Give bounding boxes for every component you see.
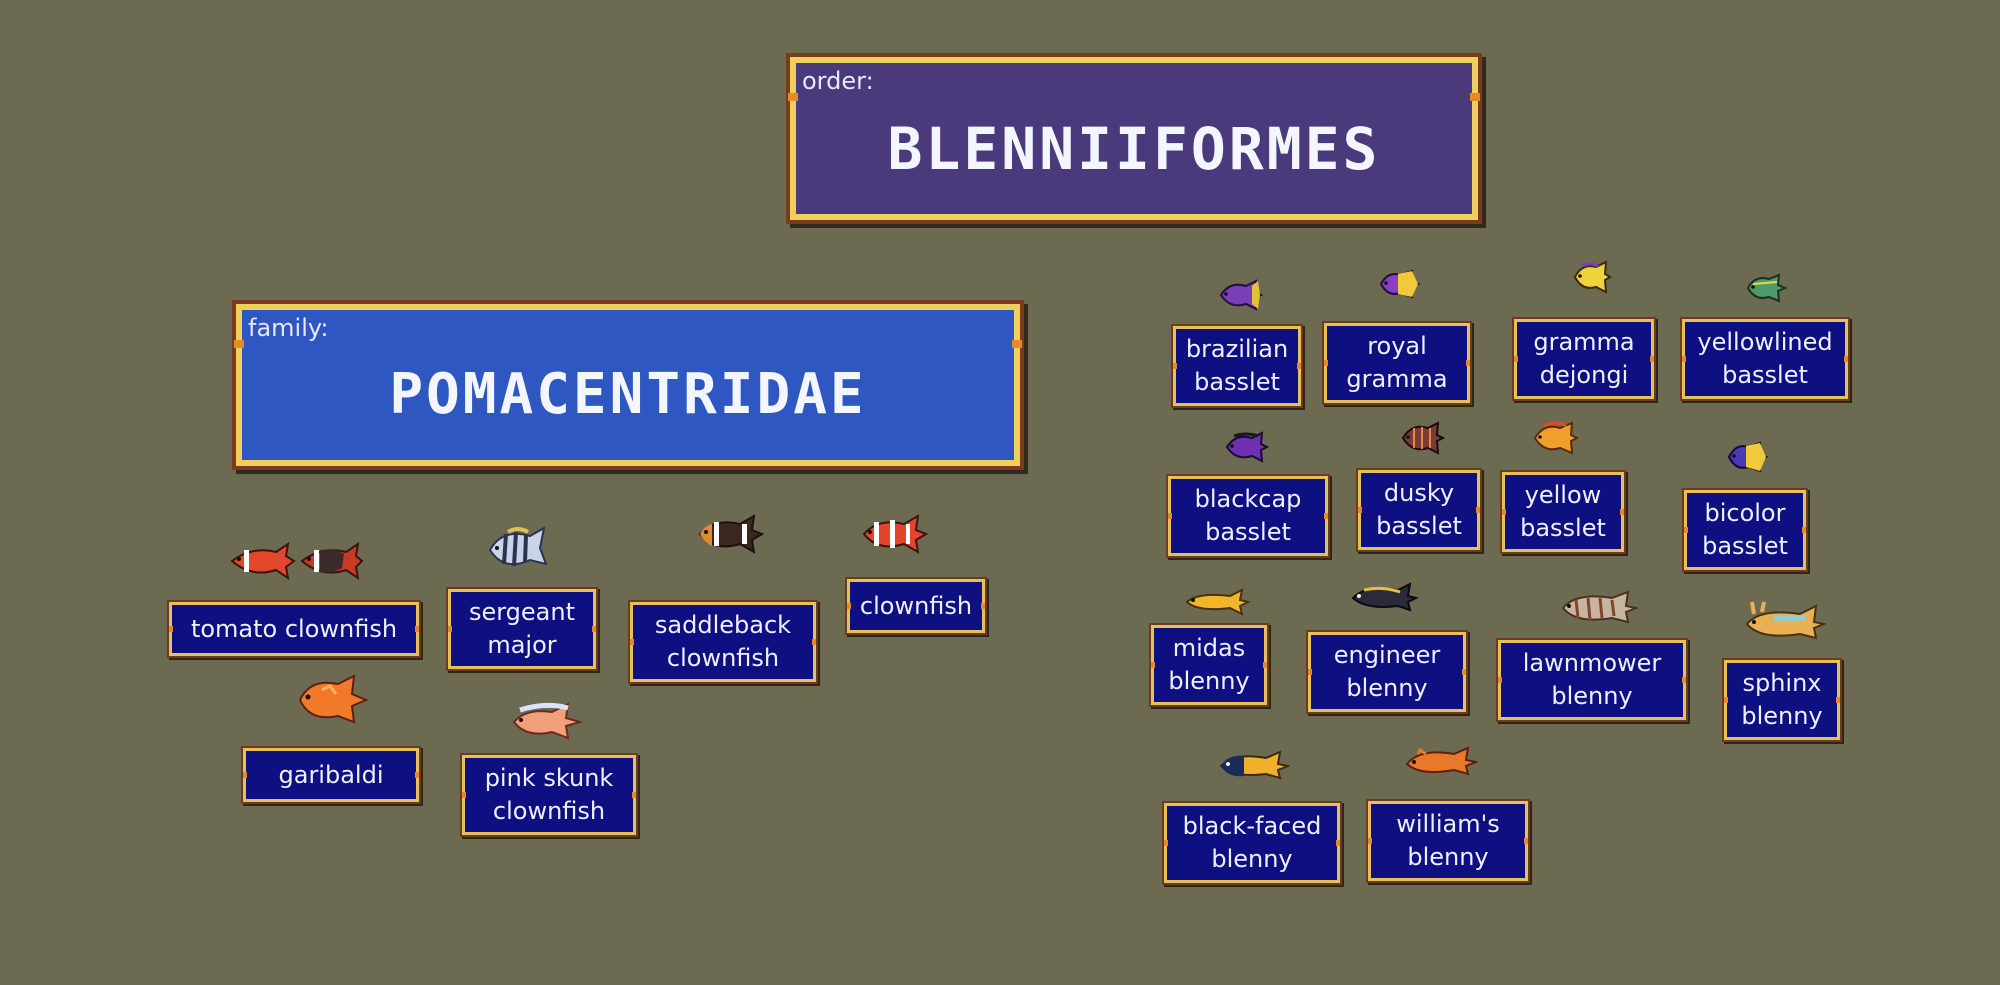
label-engineer-blenny[interactable]: engineer blenny (1308, 632, 1466, 712)
label-blackcap-basslet[interactable]: blackcap basslet (1168, 476, 1328, 556)
yellowlined-basslet-icon[interactable] (1745, 272, 1787, 304)
lawnmower-blenny-icon[interactable] (1560, 588, 1638, 626)
label-midas-blenny[interactable]: midas blenny (1151, 625, 1267, 705)
label-lawnmower-blenny[interactable]: lawnmower blenny (1498, 640, 1686, 720)
bicolor-basslet-icon[interactable] (1726, 440, 1768, 474)
panel-pin (1470, 93, 1480, 101)
label-yellowlined-basslet[interactable]: yellowlined basslet (1682, 319, 1848, 399)
label-saddleback-clownfish[interactable]: saddleback clownfish (630, 602, 816, 682)
tomato-clownfish-icon[interactable] (224, 536, 364, 586)
panel-pin (788, 93, 798, 101)
label-sergeant-major[interactable]: sergeant major (448, 589, 596, 669)
label-yellow-basslet[interactable]: yellow basslet (1502, 472, 1624, 552)
yellow-basslet-icon[interactable] (1532, 420, 1580, 456)
panel-pin (1012, 340, 1022, 348)
label-garibaldi[interactable]: garibaldi (243, 748, 419, 802)
label-brazilian-basslet[interactable]: brazilian basslet (1173, 326, 1301, 406)
williams-blenny-icon[interactable] (1404, 744, 1478, 778)
family-title: POMACENTRIDAE (389, 362, 867, 427)
blackcap-basslet-icon[interactable] (1224, 430, 1270, 464)
family-panel: family: POMACENTRIDAE (234, 304, 1022, 466)
sphinx-blenny-icon[interactable] (1744, 598, 1826, 642)
order-panel: order: BLENNIIFORMES (788, 57, 1480, 220)
order-title: BLENNIIFORMES (887, 115, 1381, 183)
sergeant-major-icon[interactable] (486, 522, 558, 574)
pink-skunk-clownfish-icon[interactable] (510, 698, 586, 740)
royal-gramma-icon[interactable] (1378, 268, 1420, 300)
engineer-blenny-icon[interactable] (1350, 580, 1420, 614)
gramma-dejongi-icon[interactable] (1572, 260, 1612, 294)
label-pink-skunk-clownfish[interactable]: pink skunk clownfish (462, 755, 636, 835)
label-clownfish[interactable]: clownfish (847, 579, 985, 633)
label-royal-gramma[interactable]: royal gramma (1324, 323, 1470, 403)
black-faced-blenny-icon[interactable] (1218, 748, 1290, 782)
brazilian-basslet-icon[interactable] (1218, 278, 1264, 312)
label-bicolor-basslet[interactable]: bicolor basslet (1684, 490, 1806, 570)
label-gramma-dejongi[interactable]: gramma dejongi (1514, 319, 1654, 399)
garibaldi-icon[interactable] (296, 672, 372, 726)
clownfish-icon[interactable] (860, 512, 930, 556)
panel-pin (234, 340, 244, 348)
label-williams-blenny[interactable]: william's blenny (1368, 801, 1528, 881)
order-kicker: order: (802, 67, 874, 95)
midas-blenny-icon[interactable] (1184, 586, 1252, 616)
dusky-basslet-icon[interactable] (1400, 420, 1446, 456)
family-kicker: family: (248, 314, 329, 342)
label-black-faced-blenny[interactable]: black-faced blenny (1164, 803, 1340, 883)
label-sphinx-blenny[interactable]: sphinx blenny (1724, 660, 1840, 740)
saddleback-clownfish-icon[interactable] (696, 512, 768, 556)
label-tomato-clownfish[interactable]: tomato clownfish (169, 602, 419, 656)
label-dusky-basslet[interactable]: dusky basslet (1358, 470, 1480, 550)
